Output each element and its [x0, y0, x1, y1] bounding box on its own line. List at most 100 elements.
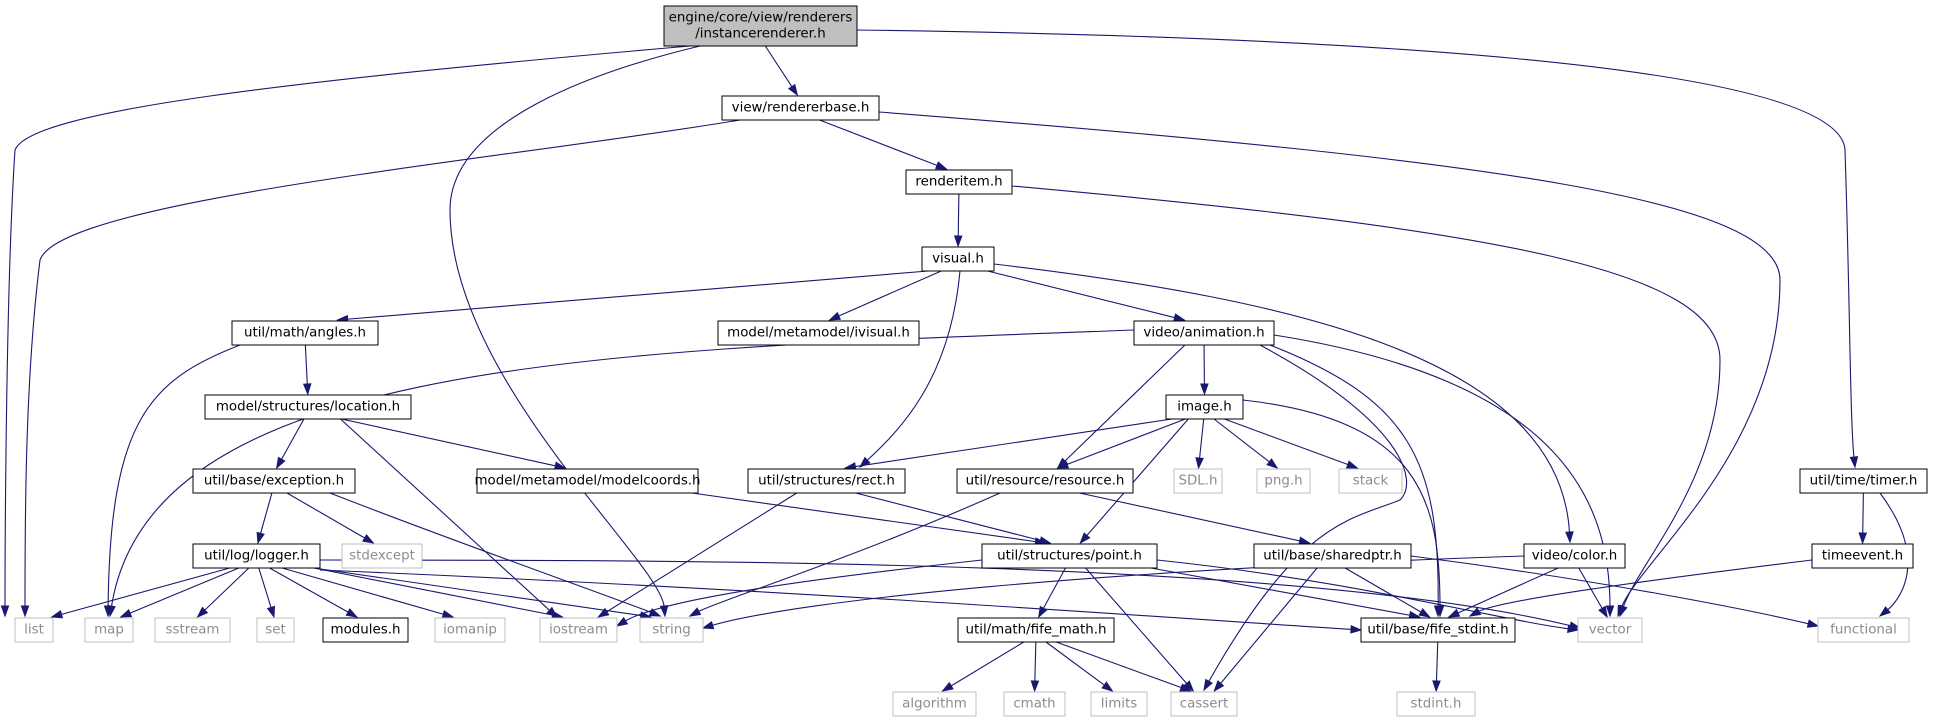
edge-line	[286, 492, 366, 539]
node-box	[663, 5, 858, 47]
edge-line	[128, 567, 240, 615]
node-fife-stdint[interactable]: util/base/fife_stdint.h	[1360, 617, 1516, 643]
node-label: util/math/fife_math.h	[965, 623, 1106, 638]
node-limits: limits	[1090, 691, 1148, 717]
node-list: list	[14, 617, 54, 643]
node-box	[322, 617, 409, 643]
edge-line	[269, 567, 350, 614]
edge-line	[1085, 567, 1188, 685]
edge-line	[259, 492, 273, 535]
edge-animation-to-vector	[1273, 334, 1615, 618]
edge-arrowhead	[1056, 460, 1070, 469]
node-fife-math[interactable]: util/math/fife_math.h	[957, 617, 1115, 643]
edge-arrowhead	[1213, 680, 1225, 693]
node-label: image.h	[1177, 400, 1231, 415]
node-rendererbase[interactable]: view/rendererbase.h	[721, 95, 880, 121]
edge-arrowhead	[1435, 605, 1445, 618]
node-image[interactable]: image.h	[1165, 394, 1244, 420]
edge-rendererbase-to-renderitem	[819, 119, 948, 170]
edge-rendererbase-to-vector	[878, 111, 1781, 618]
edge-arrowhead	[934, 161, 948, 170]
edge-root-to-string	[449, 45, 701, 618]
node-rect[interactable]: util/structures/rect.h	[747, 468, 906, 494]
node-label: sstream	[166, 623, 220, 638]
edge-logger-to-sstream	[196, 567, 250, 619]
node-timeevent[interactable]: timeevent.h	[1811, 543, 1914, 569]
node-resource[interactable]: util/resource/resource.h	[956, 468, 1134, 494]
node-label: util/structures/point.h	[997, 549, 1142, 564]
edge-line	[950, 641, 1025, 687]
edge-line	[624, 559, 983, 622]
edge-arrowhead	[1567, 624, 1580, 633]
node-box	[192, 543, 321, 569]
edge-line	[107, 344, 241, 608]
node-box	[1396, 691, 1476, 717]
edge-line	[691, 492, 1037, 543]
node-location[interactable]: model/structures/location.h	[204, 394, 412, 420]
edge-arrowhead	[0, 605, 10, 618]
node-animation[interactable]: video/animation.h	[1133, 320, 1275, 346]
edge-color-to-vector	[1578, 567, 1608, 619]
edge-arrowhead	[256, 531, 265, 545]
node-box	[1133, 320, 1275, 346]
edge-sharedptr-to-functional	[1410, 555, 1820, 628]
node-cmath: cmath	[1003, 691, 1066, 717]
node-string: string	[639, 617, 704, 643]
node-box	[204, 394, 412, 420]
edge-rendererbase-to-list	[20, 119, 741, 618]
node-visual[interactable]: visual.h	[921, 246, 995, 272]
edge-arrowhead	[1418, 607, 1431, 618]
edge-arrowhead	[1173, 313, 1186, 322]
node-exception[interactable]: util/base/exception.h	[192, 468, 356, 494]
node-renderitem[interactable]: renderitem.h	[905, 169, 1013, 195]
node-label: map	[94, 623, 124, 638]
node-box	[341, 543, 423, 569]
edge-line	[855, 492, 1042, 542]
edge-arrowhead	[362, 534, 375, 544]
node-modules[interactable]: modules.h	[322, 617, 409, 643]
node-angles[interactable]: util/math/angles.h	[231, 320, 379, 346]
edge-arrowhead	[345, 608, 359, 618]
node-point[interactable]: util/structures/point.h	[981, 543, 1158, 569]
node-functional: functional	[1817, 617, 1910, 643]
edge-arrowhead	[1101, 681, 1114, 692]
edge-line	[605, 492, 798, 613]
edge-arrowhead	[828, 311, 842, 321]
node-label: stdexcept	[349, 549, 415, 564]
node-label: visual.h	[932, 252, 984, 267]
edge-arrowhead	[659, 605, 669, 618]
edge-arrowhead	[441, 609, 455, 619]
edge-line	[24, 119, 741, 608]
edge-arrowhead	[1858, 532, 1868, 545]
node-box	[1523, 543, 1626, 569]
edge-line	[203, 567, 250, 612]
edge-line	[1045, 641, 1106, 687]
edge-arrowhead	[1266, 458, 1279, 469]
edge-image-to-fife-stdint	[1242, 399, 1445, 618]
edge-arrowhead	[20, 605, 30, 618]
edge-sharedptr-to-cassert	[1213, 567, 1318, 693]
node-box	[721, 95, 880, 121]
node-modelcoords[interactable]: model/metamodel/modelcoords.h	[474, 468, 701, 494]
node-box	[1090, 691, 1148, 717]
edge-visual-to-ivisual	[828, 270, 942, 321]
node-sharedptr[interactable]: util/base/sharedptr.h	[1253, 543, 1412, 569]
node-timer[interactable]: util/time/timer.h	[1799, 468, 1928, 494]
edge-image-to-resource	[1056, 418, 1186, 469]
node-root[interactable]: engine/core/view/renderers/instancerende…	[663, 5, 858, 47]
node-label: /instancerenderer.h	[695, 27, 825, 42]
edge-image-to-point	[1079, 418, 1189, 545]
node-box	[1811, 543, 1914, 569]
node-color[interactable]: video/color.h	[1523, 543, 1626, 569]
edge-arrowhead	[953, 235, 963, 248]
node-ivisual[interactable]: model/metamodel/ivisual.h	[717, 320, 920, 346]
edge-line	[281, 567, 445, 616]
edge-fife-stdint-to-stdint	[1432, 641, 1441, 693]
node-label: model/structures/location.h	[216, 400, 400, 415]
edge-line	[993, 263, 1571, 534]
edge-line	[697, 492, 1001, 613]
node-logger[interactable]: util/log/logger.h	[192, 543, 321, 569]
edge-arrowhead	[1203, 678, 1213, 692]
edge-fife-math-to-cassert	[1055, 641, 1192, 692]
edge-line	[258, 567, 272, 609]
